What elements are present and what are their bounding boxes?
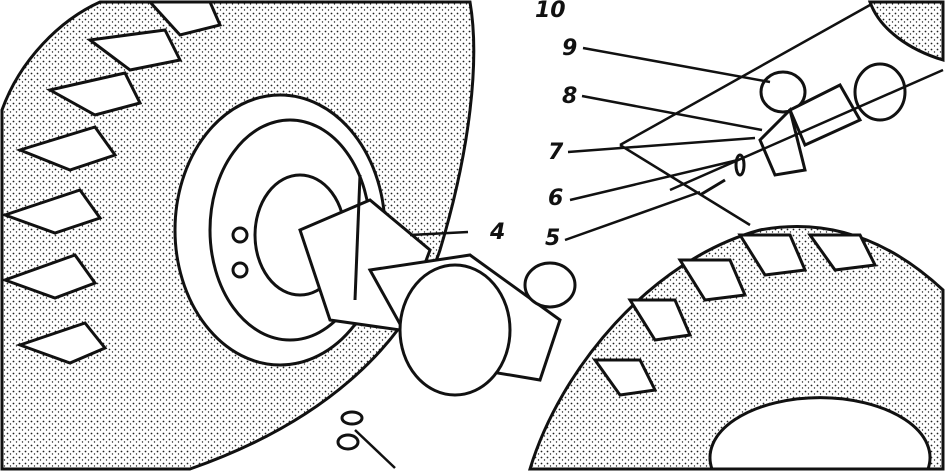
- callout-label-10: 10: [535, 0, 566, 23]
- callout-label-6: 6: [548, 186, 564, 211]
- callout-label-5: 5: [545, 226, 561, 251]
- axle-housing: [298, 174, 577, 397]
- callout-label-8: 8: [562, 84, 578, 109]
- callout-label-9: 9: [562, 36, 578, 61]
- callout-label-7: 7: [548, 140, 564, 165]
- callout-label-4: 4: [490, 220, 506, 245]
- washers: [336, 410, 364, 451]
- upper-tire-fragment: [867, 0, 945, 63]
- leader-lines: [354, 3, 944, 469]
- right-tire: [527, 225, 945, 471]
